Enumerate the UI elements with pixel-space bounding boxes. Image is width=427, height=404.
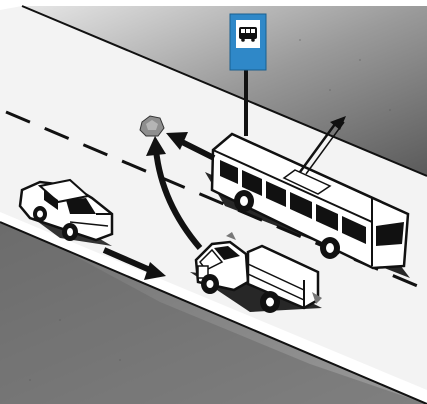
sign-pole <box>244 68 248 136</box>
bus-stop-sign <box>230 14 266 70</box>
